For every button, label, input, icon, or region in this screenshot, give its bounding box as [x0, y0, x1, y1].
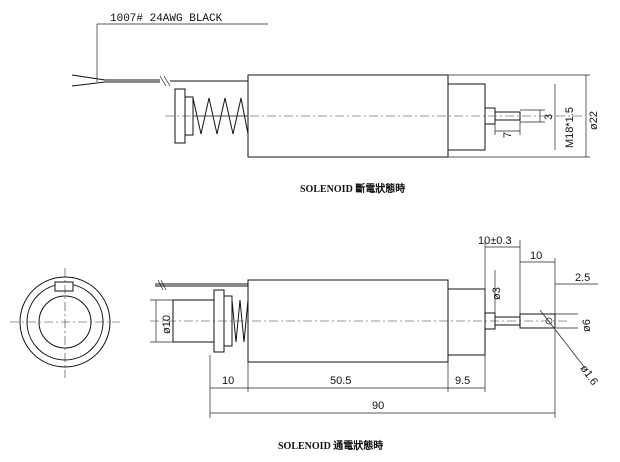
dim-len50-5: 50.5	[330, 375, 351, 387]
bottom-wire-break	[157, 279, 167, 291]
terminal-block	[54, 281, 74, 292]
dim10-03-lines	[484, 240, 521, 317]
dim-2-5: 2.5	[575, 272, 590, 284]
wire-upper	[71, 74, 160, 81]
wire-lower	[71, 81, 160, 87]
wire-break-mark	[159, 75, 171, 87]
dim7-lines	[494, 120, 521, 135]
dia1-6-leader	[539, 309, 586, 369]
caption-bottom: SOLENOID 通電狀態時	[278, 439, 383, 452]
dim-3: 3	[543, 114, 555, 120]
caption-top: SOLENOID 斷電狀態時	[300, 182, 405, 195]
dim-7: 7	[502, 132, 514, 138]
top-view: 1007# 24AWG BLACK ø22 M18*1.5 3 7	[71, 13, 600, 195]
dim-thread: M18*1.5	[564, 107, 576, 148]
threaded-nut	[447, 83, 486, 151]
bottom-threaded-nut	[447, 288, 486, 356]
dim-dia6: ø6	[581, 319, 593, 332]
bottom-view: ø10 10±0.3 10 2.5 ø3 ø6 ø1.6 10 50.5 9.5…	[150, 235, 600, 452]
dim3-lines	[520, 109, 545, 123]
dim-10-03: 10±0.3	[478, 235, 512, 247]
dim-len9-5: 9.5	[455, 375, 470, 387]
dia6-ext-lines	[555, 313, 578, 329]
dim-dia3: ø3	[491, 287, 503, 300]
dia22-ext-lines	[448, 74, 590, 158]
end-view-centerlines	[10, 268, 120, 378]
bottom-wire	[155, 283, 248, 287]
dim10-top-lines	[520, 258, 556, 314]
dim-dia1-6: ø1.6	[578, 363, 600, 388]
hole-1-6	[545, 317, 553, 325]
wire-label: 1007# 24AWG BLACK	[110, 13, 223, 25]
dim-len10: 10	[222, 375, 234, 387]
bottom-spring	[231, 299, 249, 343]
dim-dia22: ø22	[588, 111, 600, 130]
dia10-lines	[150, 299, 173, 343]
dim-dia10: ø10	[161, 315, 173, 334]
end-view	[10, 268, 120, 378]
dim-10-top: 10	[530, 250, 542, 262]
dim-len90: 90	[372, 400, 384, 412]
length-ext-lines	[209, 330, 556, 418]
